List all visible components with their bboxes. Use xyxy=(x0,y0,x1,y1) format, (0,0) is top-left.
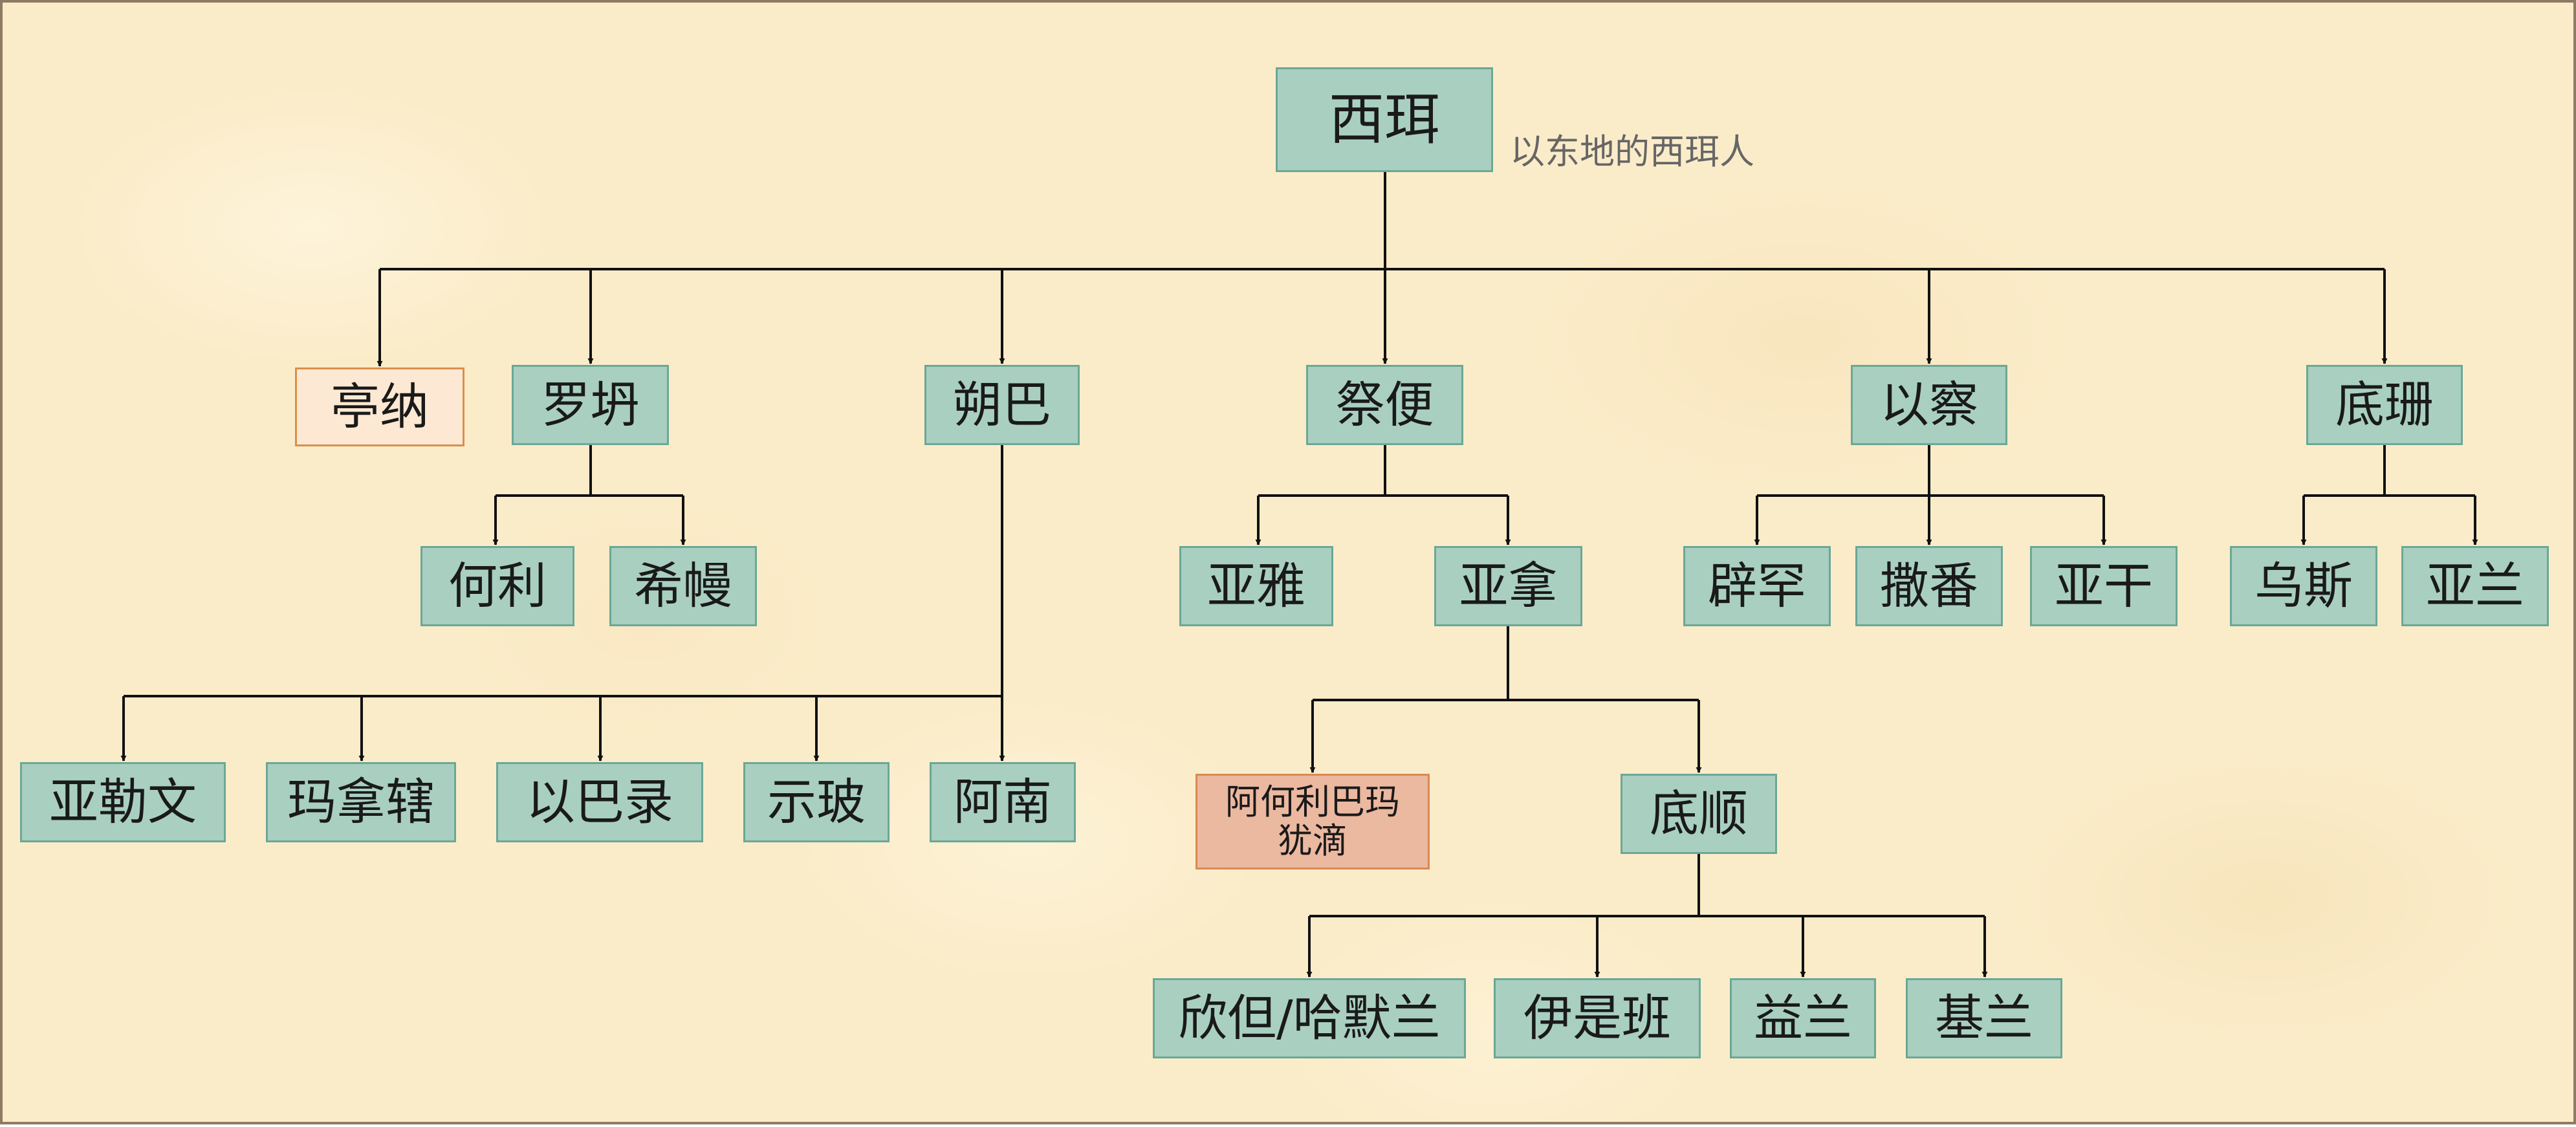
node-oholibamah: 阿何利巴玛 犹滴 xyxy=(1195,774,1430,870)
node-ebal: 以巴录 xyxy=(496,762,703,842)
node-manahath: 玛拿辖 xyxy=(266,762,456,842)
node-bilhan: 辟罕 xyxy=(1683,546,1831,626)
node-aiah: 亚雅 xyxy=(1179,546,1333,626)
root-annotation: 以东地的西珥人 xyxy=(1510,131,1754,172)
node-hemdan: 欣但/哈默兰 xyxy=(1153,978,1466,1058)
connector-group xyxy=(120,172,2478,978)
node-ezer: 以察 xyxy=(1851,365,2007,445)
node-hori: 何利 xyxy=(420,546,574,626)
node-dishon: 底顺 xyxy=(1621,774,1777,854)
node-alvan: 亚勒文 xyxy=(20,762,226,842)
node-shobal: 朔巴 xyxy=(924,365,1080,445)
node-ithran: 益兰 xyxy=(1730,978,1876,1058)
node-shepho: 示玻 xyxy=(743,762,890,842)
node-aran: 亚兰 xyxy=(2401,546,2549,626)
node-zibeon: 祭便 xyxy=(1306,365,1463,445)
node-dishan: 底珊 xyxy=(2306,365,2463,445)
node-homam: 希幔 xyxy=(609,546,757,626)
connector-lines xyxy=(120,172,2478,978)
node-akan: 亚干 xyxy=(2030,546,2178,626)
node-eshban: 伊是班 xyxy=(1494,978,1701,1058)
node-lotan: 罗坍 xyxy=(512,365,669,445)
node-uz: 乌斯 xyxy=(2230,546,2377,626)
node-timna: 亭纳 xyxy=(295,367,464,446)
node-keran: 基兰 xyxy=(1906,978,2062,1058)
node-onam: 阿南 xyxy=(930,762,1076,842)
node-zaavan: 撒番 xyxy=(1855,546,2003,626)
node-seir: 西珥 xyxy=(1276,67,1493,172)
node-anah: 亚拿 xyxy=(1434,546,1582,626)
